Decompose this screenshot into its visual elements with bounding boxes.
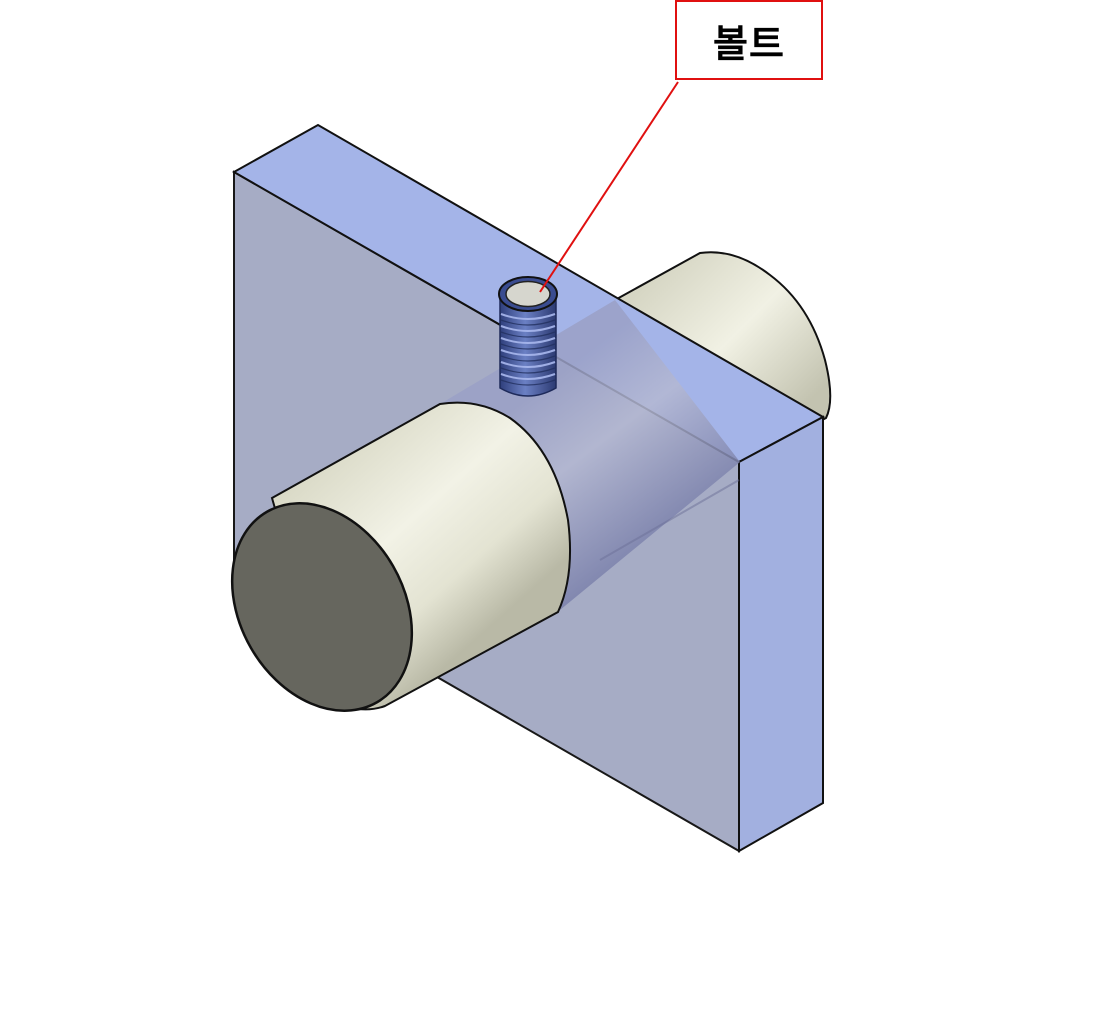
bolt-callout-label: 볼트: [713, 21, 785, 66]
plate-side-face: [738, 415, 824, 853]
callout-leader-line: [539, 81, 679, 293]
bolt-shank: [499, 293, 557, 397]
bolt-top-face: [505, 280, 551, 308]
bolt-thread-shadows: [500, 319, 556, 386]
callout-box: 볼트: [675, 0, 823, 80]
bolt: [498, 276, 558, 397]
front-cylinder: [230, 401, 572, 712]
bolt-threads: [500, 313, 556, 380]
cylinder-end-face: [230, 502, 414, 712]
